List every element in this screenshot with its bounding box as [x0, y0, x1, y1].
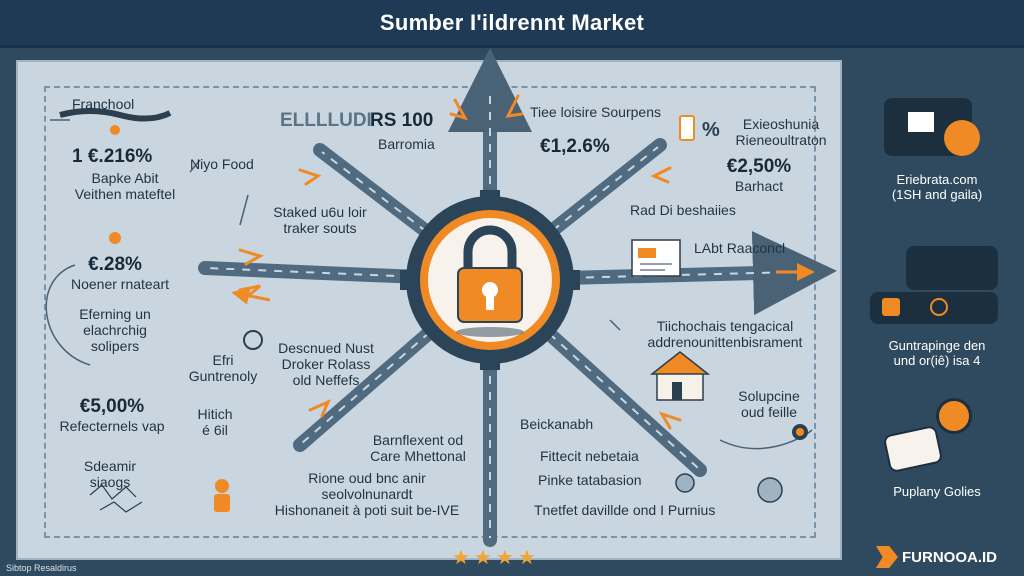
document-icon: [631, 239, 681, 277]
phone-icon: [679, 115, 695, 141]
label-tnetfet: Tnetfet davillde ond I Purnius: [534, 502, 716, 518]
label-staked: Staked u6u loir traker souts: [273, 204, 367, 236]
star-icon: ★: [495, 547, 514, 569]
stat-top-left: 1 €.216%: [72, 146, 153, 167]
sidebar: Eriebrata.com (1SH and gaila) Guntraping…: [850, 60, 1024, 560]
label-eferning: Eferning un elachrchig solipers: [79, 306, 151, 354]
coin-icon: [109, 125, 808, 503]
label-top-banner: ELLLLUDI: [280, 110, 372, 131]
stat-top-right: €2,50%: [726, 156, 792, 177]
coin-icon: [930, 298, 948, 316]
person-icon: [882, 298, 900, 316]
orange-arrow: [231, 286, 271, 305]
label-solupcine: Solupcine oud feille: [738, 388, 800, 420]
percent-icon: %: [702, 119, 720, 141]
label-sdeamir: Sdeamir siaogs: [83, 458, 137, 490]
label-franchool: Franchool: [72, 96, 135, 112]
label-niyo-food: Niyo Food: [190, 156, 254, 172]
label-hitich: Hitich é 6il: [197, 406, 233, 438]
padlock-hub: [400, 190, 580, 370]
label-noener: Noener rnateart: [70, 276, 170, 292]
svg-text:%: %: [702, 119, 720, 141]
star-rating: ★ ★ ★ ★: [452, 548, 536, 568]
star-icon: ★: [517, 547, 536, 569]
stat-bottom-left: €5,00%: [79, 396, 145, 417]
label-exieoshunia: Exieoshunia Rieneoultraton: [735, 116, 827, 148]
label-labt: LAbt Raaconcl: [694, 240, 786, 256]
label-rione: Rione oud bnc anir seolvolnunardt Hishon…: [274, 470, 460, 518]
label-refecternels: Refecternels vap: [59, 418, 165, 434]
sidebar-item-1: Eriebrata.com (1SH and gaila): [891, 172, 983, 202]
label-barromia: Barromia: [378, 136, 435, 152]
stat-rs-value: RS 100: [370, 110, 434, 131]
spark-marks: [238, 94, 682, 430]
scribble-decoration: [59, 108, 172, 513]
label-descnued: Descnued Nust Droker Rolass old Neffefs: [278, 340, 374, 388]
label-efri: Efri Guntrenoly: [188, 352, 258, 384]
person-icon: [214, 479, 230, 512]
star-icon: ★: [452, 547, 470, 569]
label-tiee: Tiee loisire Sourpens: [530, 104, 661, 120]
padlock-icon: [456, 225, 524, 337]
label-pinke: Pinke tatabasion: [538, 472, 642, 488]
label-barnflexent: Barnflexent od Care Mhettonal: [370, 432, 466, 464]
star-icon: ★: [473, 547, 492, 569]
chart-card-bottom: [870, 292, 998, 324]
video-play-icon: [908, 112, 934, 132]
footer-credit: Sibtop Resaldirus: [6, 563, 77, 573]
label-rad: Rad Di beshaiies: [630, 202, 736, 218]
label-fittecit: Fittecit nebetaia: [540, 448, 639, 464]
house-icon: [649, 351, 711, 401]
brand-logo: FURNOOA.ID: [876, 546, 997, 568]
sidebar-item-3: Puplany Golies: [893, 484, 981, 499]
header-banner: Sumber I'ildrennt Market: [0, 0, 1024, 48]
label-beickanabh: Beickanabh: [520, 416, 594, 432]
stat-mid-left: €.28%: [88, 254, 142, 275]
sidebar-item-2: Guntrapinge den und or(iê) isa 4: [888, 338, 986, 368]
card-hand-icon: [882, 424, 944, 474]
stat-top-center-right: €1,2.6%: [540, 136, 610, 157]
label-top-left-sub: Bapke Abit Veithen mateftel: [74, 170, 176, 202]
clock-icon: [936, 398, 972, 434]
clock-icon: [944, 120, 980, 156]
brand-mark-icon: [876, 546, 898, 568]
chart-card: [906, 246, 998, 290]
label-barhact: Barhact: [734, 178, 784, 194]
page-title: Sumber I'ildrennt Market: [379, 9, 645, 35]
label-tiichochais: Tiichochais tengacical addrenounittenbis…: [647, 318, 803, 350]
brand-name: FURNOOA.ID: [902, 548, 997, 566]
